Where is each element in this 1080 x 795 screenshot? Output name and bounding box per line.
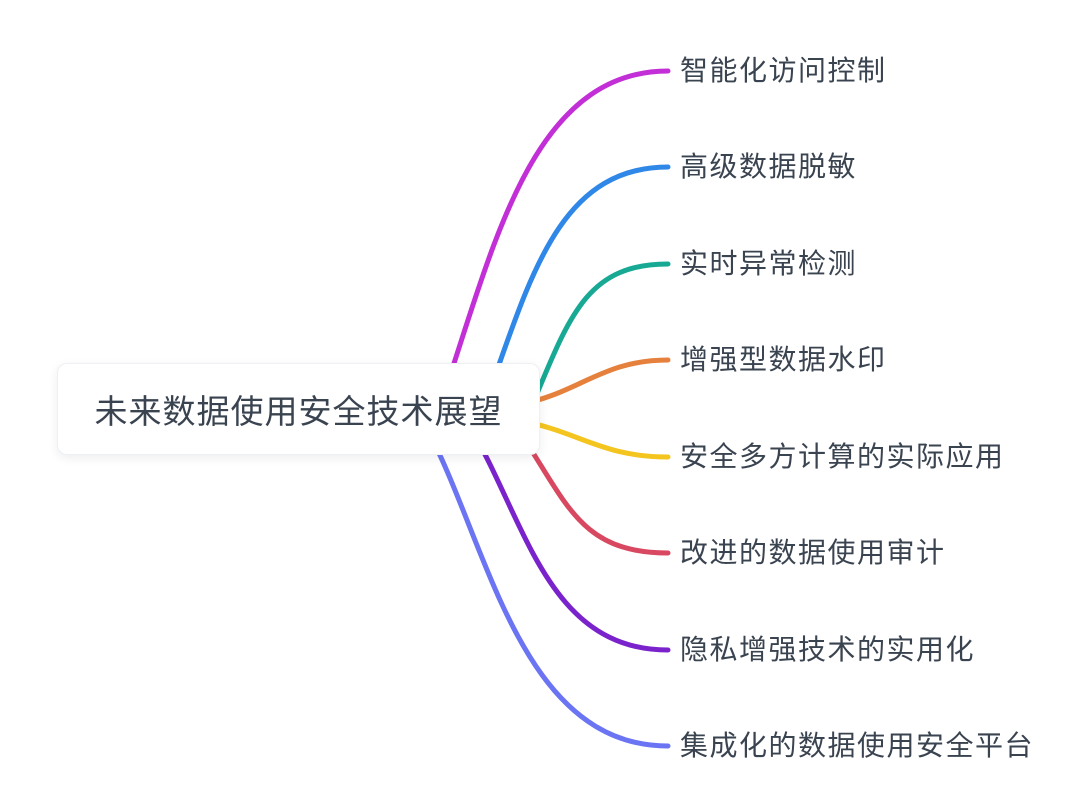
branch-node-4[interactable]: 增强型数据水印 <box>680 344 887 375</box>
branch-node-2[interactable]: 高级数据脱敏 <box>680 151 858 182</box>
branch-node-6[interactable]: 改进的数据使用审计 <box>680 537 946 568</box>
branch-link-7 <box>465 421 671 653</box>
branch-link-5 <box>515 417 671 460</box>
branch-link-8 <box>421 421 671 749</box>
branch-node-3[interactable]: 实时异常检测 <box>680 248 858 279</box>
root-node-label: 未来数据使用安全技术展望 <box>94 393 503 430</box>
branch-node-5[interactable]: 安全多方计算的实际应用 <box>680 441 1005 472</box>
branch-node-8[interactable]: 集成化的数据使用安全平台 <box>680 730 1035 761</box>
branch-node-7[interactable]: 隐私增强技术的实用化 <box>680 634 976 665</box>
branch-node-1[interactable]: 智能化访问控制 <box>680 55 887 86</box>
root-node[interactable]: 未来数据使用安全技术展望 <box>57 363 540 455</box>
